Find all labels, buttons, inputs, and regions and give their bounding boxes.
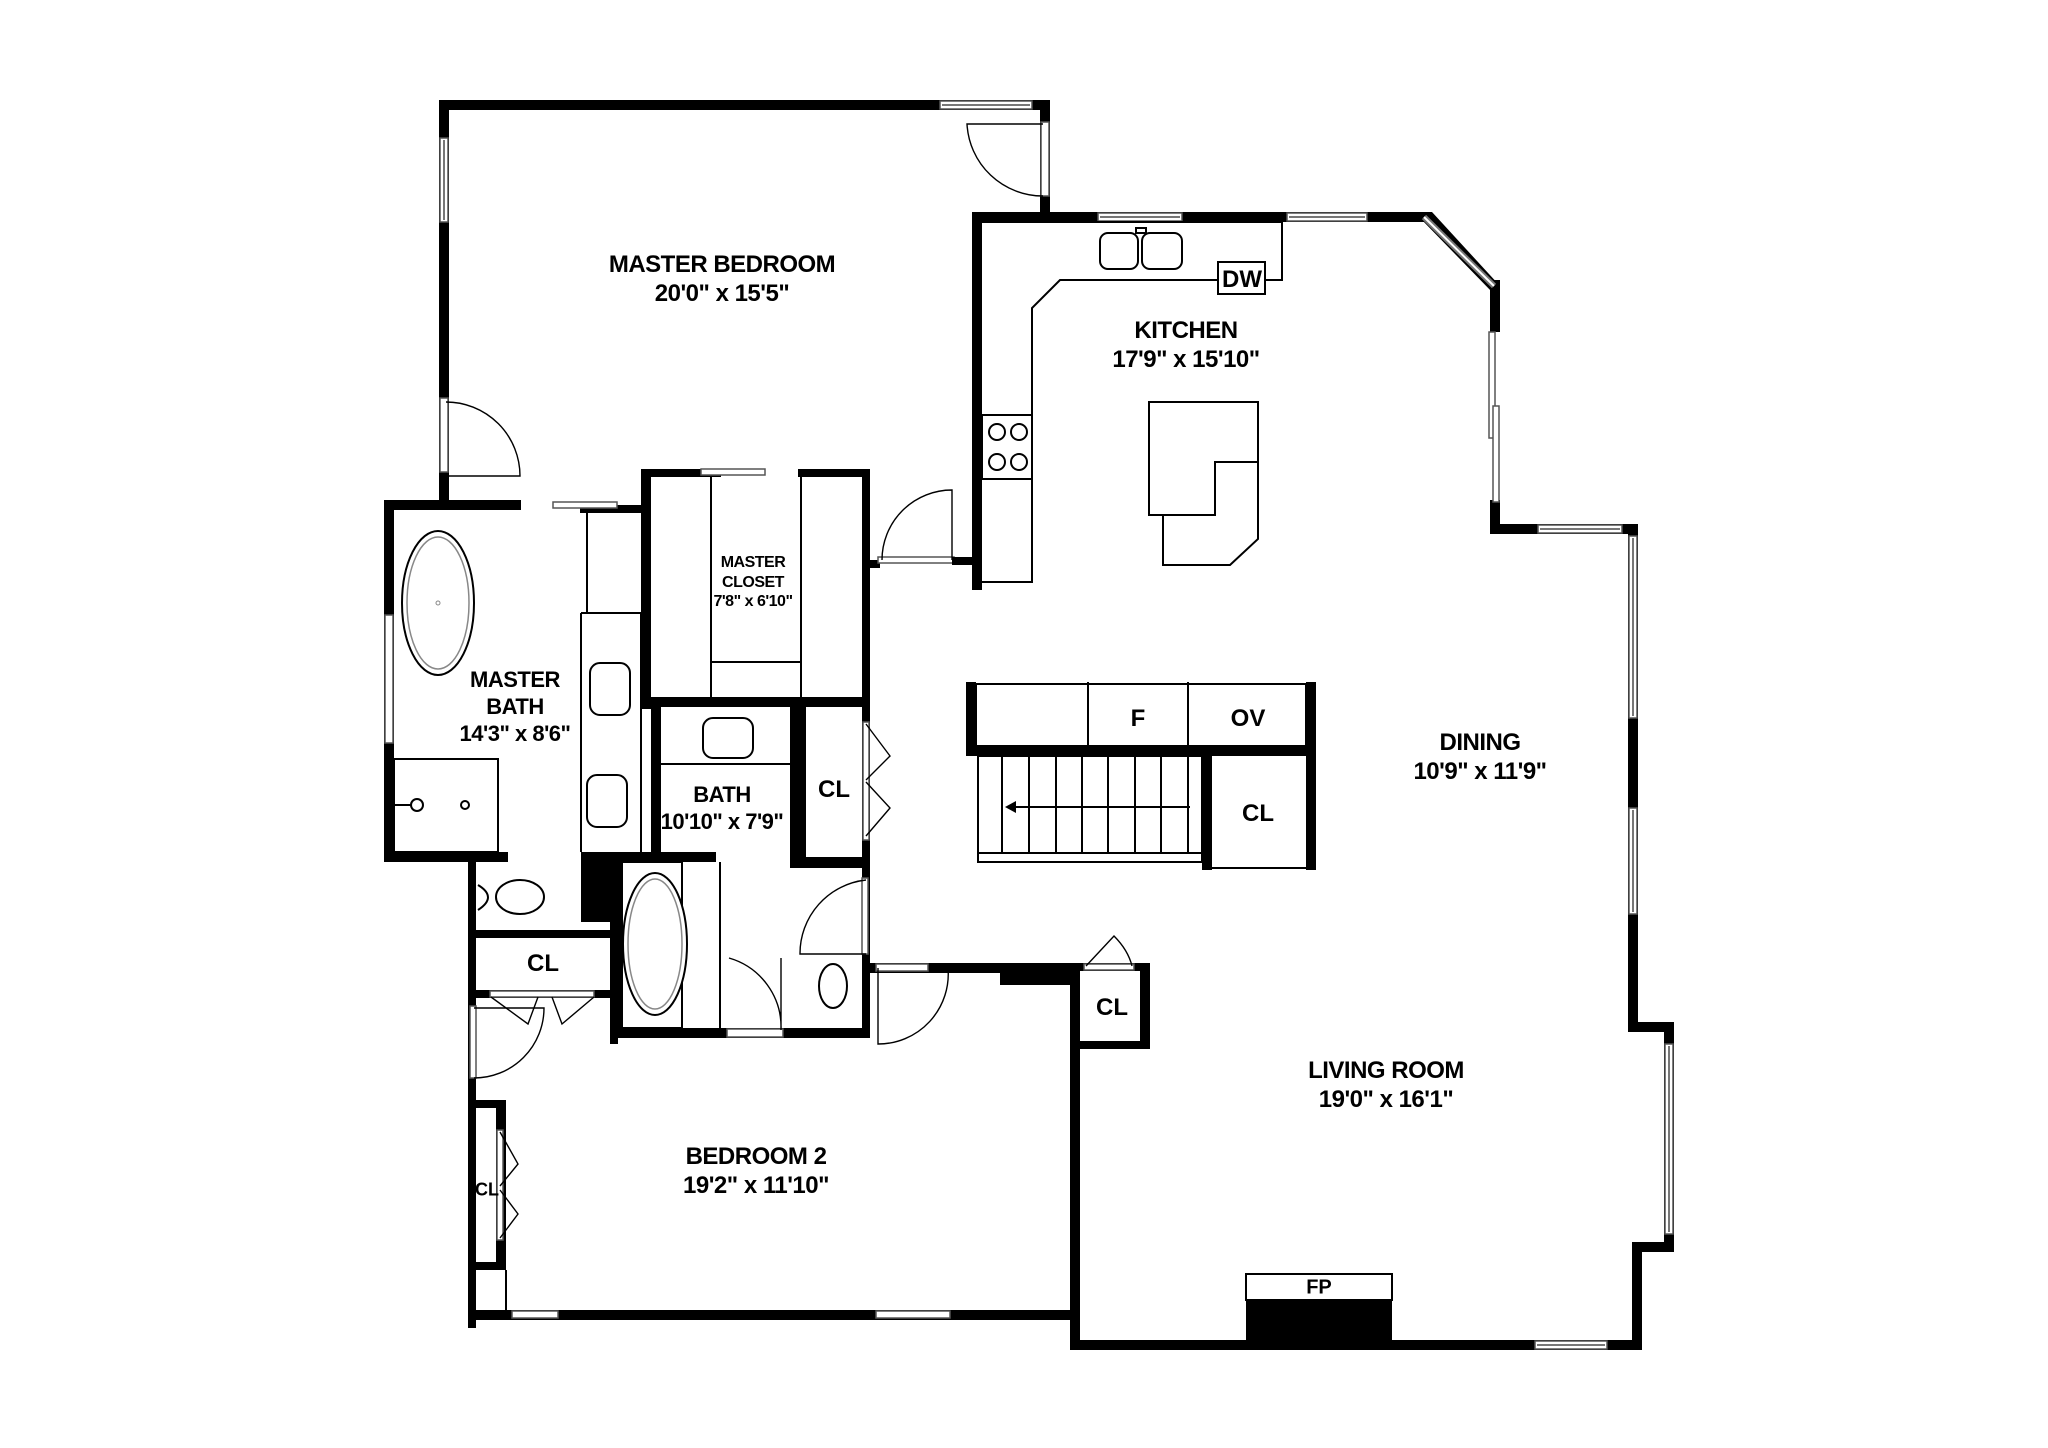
room-dimensions: 19'0" x 16'1" <box>1318 1086 1454 1114</box>
room-dimensions: 10'10" x 7'9" <box>660 808 784 834</box>
closet-tag-living: CL <box>1096 994 1128 1021</box>
kitchen-walls <box>972 212 1674 1350</box>
dishwasher <box>1217 261 1266 295</box>
fridge-tag: F <box>1130 705 1146 732</box>
bath-fixtures <box>621 717 869 1038</box>
fireplace-tag: FP <box>1306 1276 1332 1299</box>
living-closet-walls <box>1080 934 1150 1049</box>
room-dimensions: 14'3" x 8'6" <box>459 720 571 746</box>
window <box>1097 212 1674 1350</box>
door-swing <box>496 963 949 1241</box>
room-label-master-bath: MASTER BATH 14'3" x 8'6" <box>460 667 571 747</box>
room-dimensions: 19'2" x 11'10" <box>683 1172 829 1200</box>
window <box>439 100 1033 223</box>
room-dimensions: 10'9" x 11'9" <box>1413 758 1547 786</box>
room-name: KITCHEN <box>1134 317 1238 344</box>
closet-tag-master-bath: CL <box>527 950 559 977</box>
room-name-line1: MASTER <box>720 554 786 571</box>
room-label-bath: BATH 10'10" x 7'9" <box>661 782 784 836</box>
stair-block <box>966 682 1316 870</box>
room-dimensions: 17'9" x 15'10" <box>1112 346 1260 374</box>
fireplace <box>1245 1273 1393 1342</box>
room-name: DINING <box>1439 729 1522 756</box>
master-bath-fixtures <box>393 513 642 915</box>
room-name: BATH <box>693 782 751 807</box>
kitchen-counter <box>981 221 1283 583</box>
dishwasher-tag: DW <box>1222 266 1262 293</box>
closet-shelving <box>700 468 802 697</box>
window <box>384 614 394 744</box>
hall-entry-door <box>469 1005 545 1079</box>
closet-tag-hall: CL <box>818 776 850 803</box>
room-name: MASTER BEDROOM <box>608 251 836 278</box>
pocket-door <box>552 501 618 509</box>
room-label-kitchen: KITCHEN 17'9" x 15'10" <box>1112 316 1260 375</box>
hall-closet-walls <box>798 705 891 865</box>
closet-tag-bedroom-2: CL <box>475 1179 499 1200</box>
room-label-living-room: LIVING ROOM 19'0" x 16'1" <box>1308 1056 1464 1115</box>
room-name-line2: BATH <box>486 693 544 719</box>
room-name: BEDROOM 2 <box>685 1143 827 1170</box>
room-name: LIVING ROOM <box>1308 1057 1464 1084</box>
window <box>511 1310 951 1319</box>
closet-tag-stair: CL <box>1242 800 1274 827</box>
room-label-master-closet: MASTER CLOSET 7'8" x 6'10" <box>713 553 793 612</box>
room-name-line1: MASTER <box>470 667 560 692</box>
room-label-master-bedroom: MASTER BEDROOM 20'0" x 15'5" <box>608 250 836 309</box>
kitchen-island <box>1148 401 1259 566</box>
room-label-bedroom-2: BEDROOM 2 19'2" x 11'10" <box>683 1142 829 1201</box>
linen-closet-walls <box>468 922 618 1328</box>
room-label-dining: DINING 10'9" x 11'9" <box>1413 728 1547 787</box>
room-name-line2: CLOSET <box>722 573 784 591</box>
door-swing <box>439 121 1050 477</box>
room-dimensions: 20'0" x 15'5" <box>654 280 790 308</box>
room-dimensions: 7'8" x 6'10" <box>713 593 793 611</box>
kitchen-hall-door <box>862 489 982 700</box>
oven-tag: OV <box>1230 705 1266 732</box>
